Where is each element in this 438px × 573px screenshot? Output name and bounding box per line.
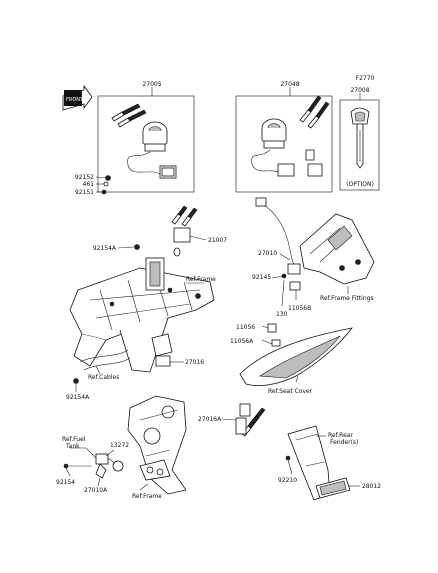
label-27008: 27008 [350,87,369,94]
label-27010: 27010 [258,250,277,257]
label-92154a-bottom: 92154A [66,394,90,401]
reflector-28012 [315,477,351,499]
label-27005: 27005 [142,81,161,88]
ignition-switch-set-27048 [235,87,333,193]
label-92145: 92145 [252,274,271,281]
label-option: (OPTION) [346,181,374,188]
screw-icon [63,463,69,469]
key-icon [111,103,147,128]
label-27016a: 27016A [198,416,222,423]
seat-lock-switch-27010 [255,197,301,291]
label-ref-rear-2: Fender(s) [330,439,358,446]
label-27048: 27048 [280,81,299,88]
label-f2770: F2770 [356,75,375,82]
label-92152: 92152 [75,174,94,181]
front-label: FRONT [66,97,84,103]
bolt-icon [73,378,79,384]
ignition-cylinder-icon [142,121,168,152]
label-13272: 13272 [110,442,129,449]
cap-icon [112,460,124,472]
label-11056b: 11056B [288,305,311,312]
label-11056a: 11056A [230,338,254,345]
label-130: 130 [276,311,288,318]
bolt-icon [105,175,111,181]
screw-icon [101,189,107,195]
connector-icon [277,163,295,177]
ignition-switch-set-27005 [97,87,195,193]
option-key-27008 [339,93,380,191]
front-direction-arrow: FRONT [62,84,93,111]
small-bracket-icon [305,149,315,161]
bracket-icon [267,323,277,333]
ignition-cylinder-icon [261,118,287,149]
lower-frame-assembly [127,395,187,495]
frame-fittings-bracket [299,213,375,285]
connector-icon [307,163,323,177]
label-27016: 27016 [185,359,204,366]
label-27010a: 27010A [84,487,108,494]
key-set-21007 [171,205,198,257]
label-28012: 28012 [362,483,381,490]
label-461: 461 [83,181,95,188]
label-ref-frame-top: Ref.Frame [186,276,216,283]
frame-assembly [69,257,215,373]
label-92151: 92151 [75,189,94,196]
fuel-tank-lock-27010a [95,453,124,479]
seat-cover [239,327,353,386]
label-ref-fuel-1: Ref.Fuel [62,436,86,443]
label-11056: 11056 [236,324,255,331]
label-92154: 92154 [56,479,75,486]
key-set-27016a [235,403,266,437]
screw-icon [285,455,291,461]
label-ref-rear-1: Ref.Rear [328,432,353,439]
key-icon [350,107,370,169]
label-ref-fuel-2: Tank [65,443,80,450]
label-92154a-top: 92154A [93,245,117,252]
connector-icon [155,355,171,367]
bracket-icon [271,339,281,347]
key-icon [299,95,330,129]
label-ref-frame-bottom: Ref.Frame [132,493,162,500]
washer-icon [103,181,109,187]
label-ref-cables: Ref.Cables [88,374,119,381]
label-ref-frame-fittings: Ref.Frame Fittings [320,295,374,302]
label-21007: 21007 [208,237,227,244]
label-ref-seat-cover: Ref.Seat Cover [268,388,313,395]
bolt-icon [134,244,140,250]
label-92210: 92210 [278,477,297,484]
